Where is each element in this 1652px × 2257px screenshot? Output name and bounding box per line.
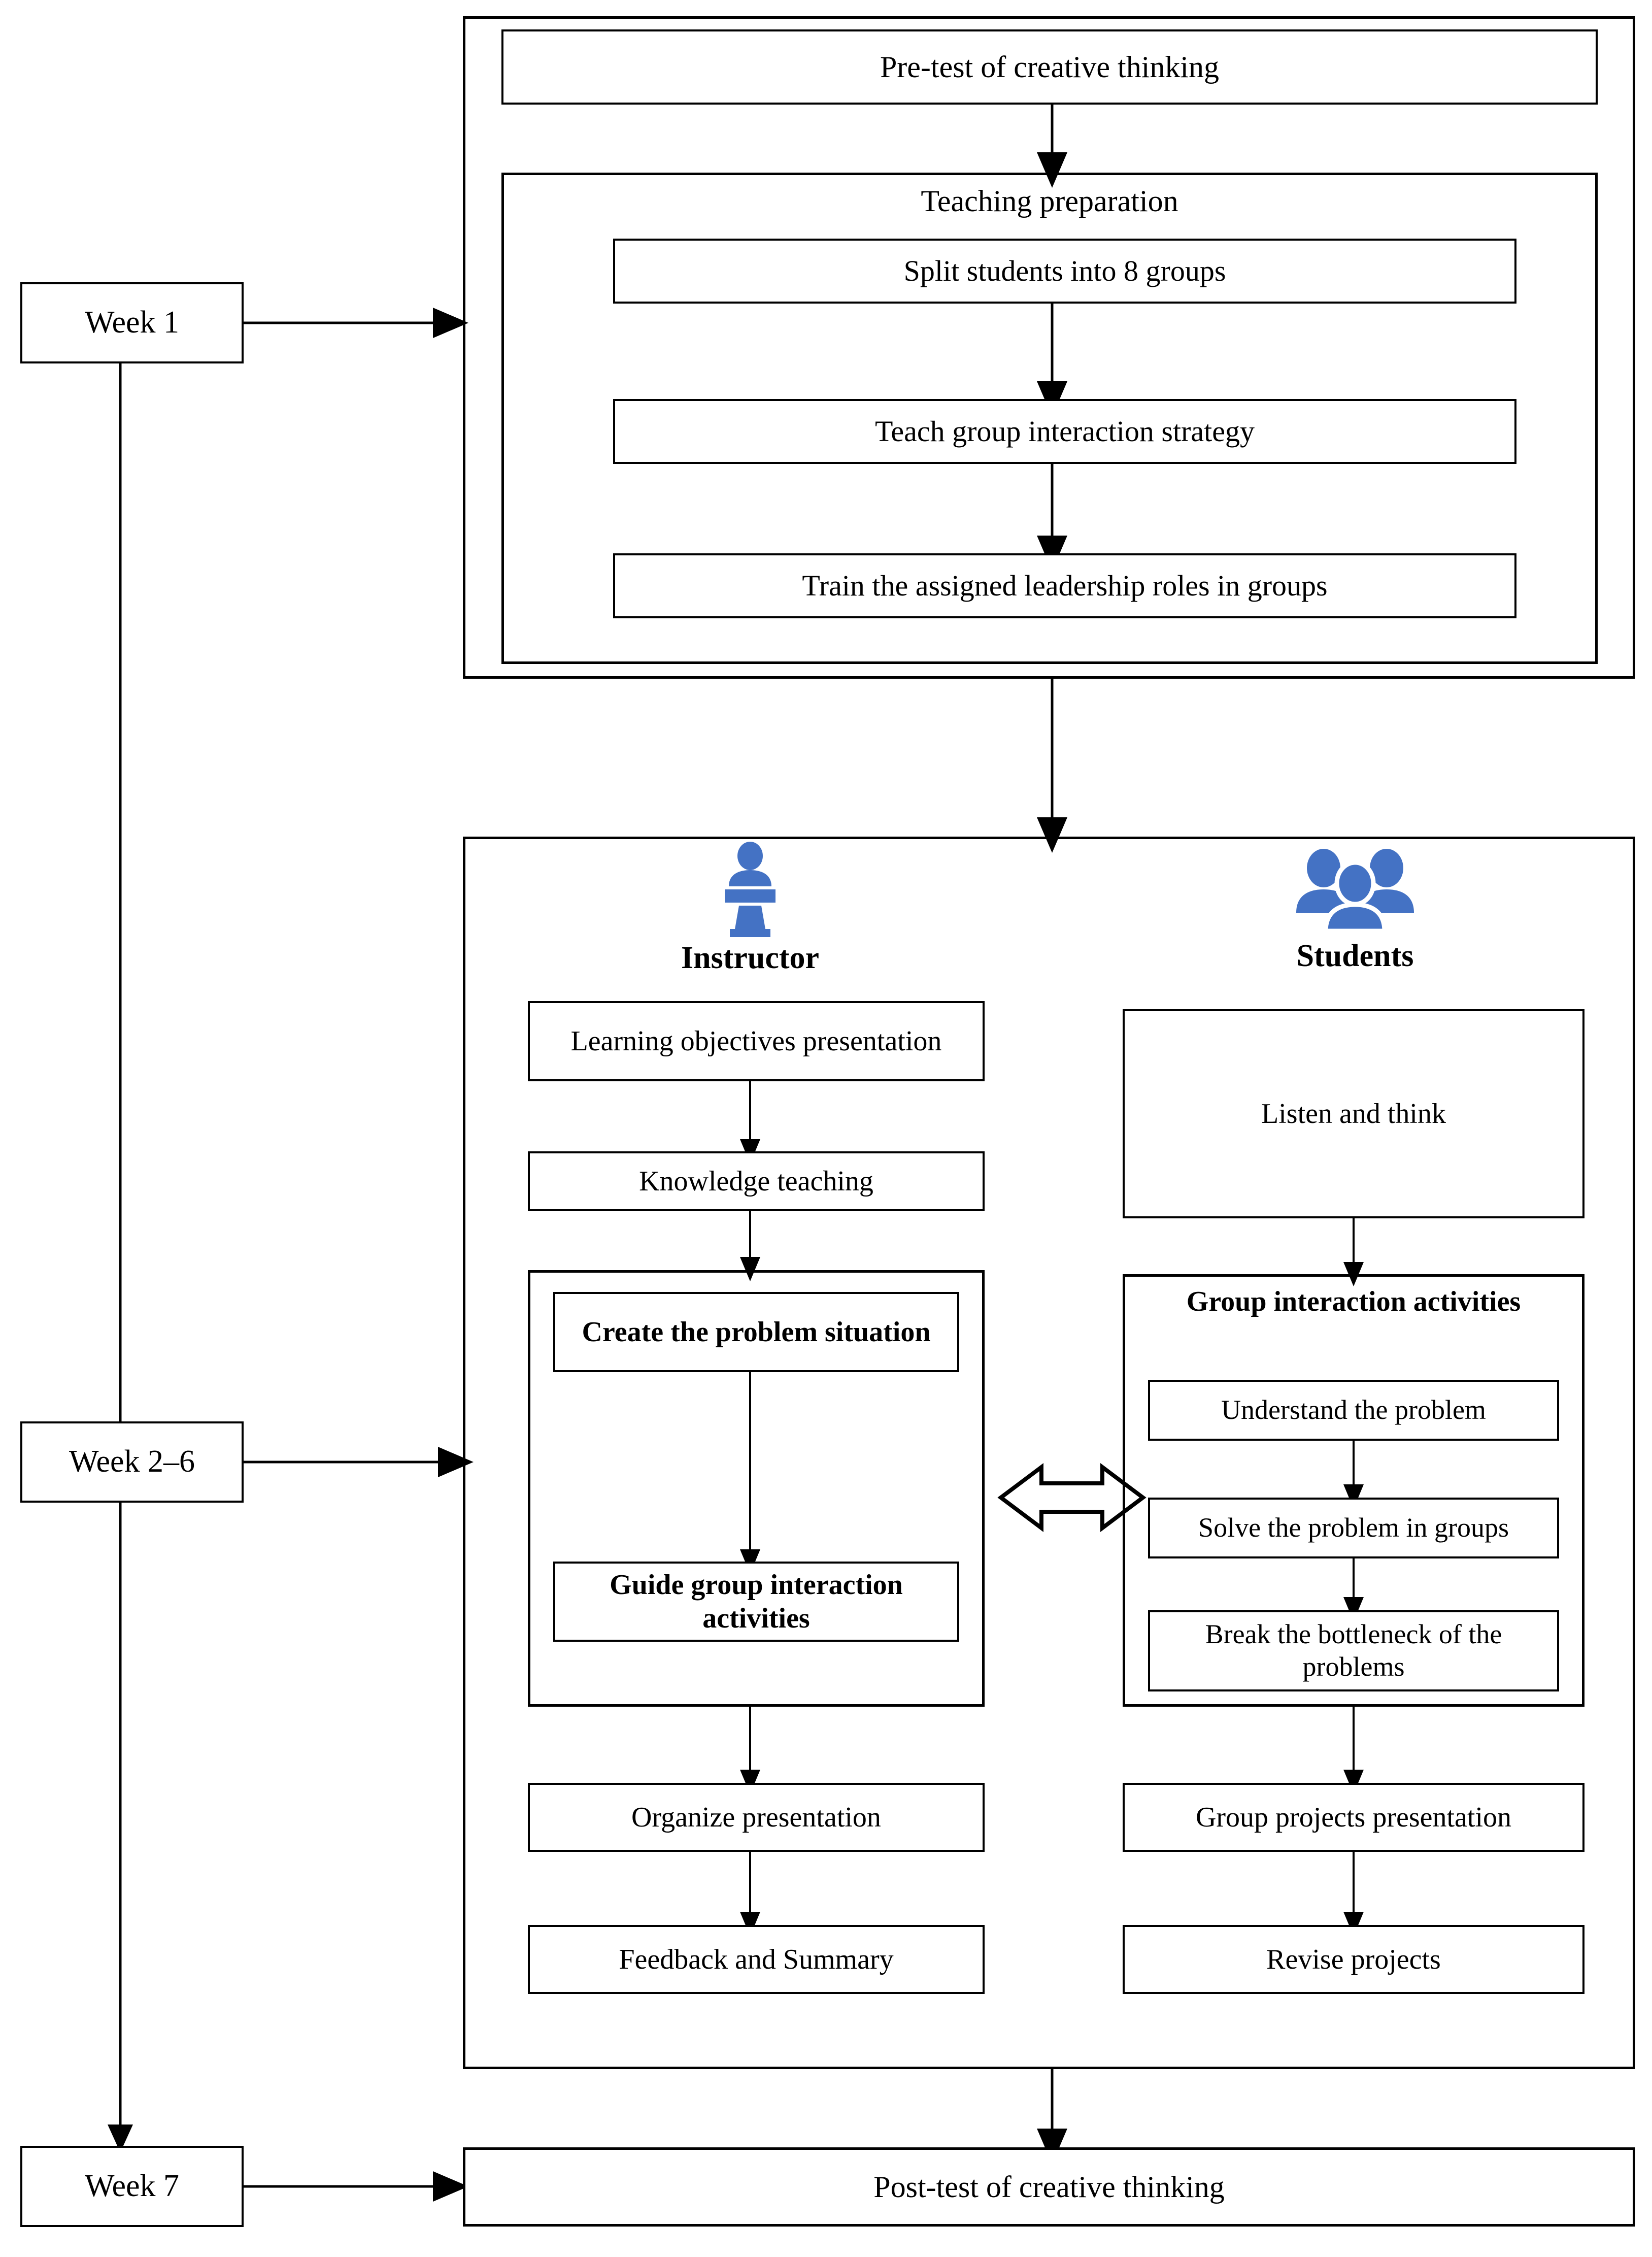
students-break-bottleneck-box[interactable]: Break the bottleneck of the problems [1148,1610,1559,1691]
students-group-title: Group interaction activities [1123,1285,1584,1318]
instructor-step-2-label: Knowledge teaching [639,1165,873,1197]
instructor-guide-group-label: Guide group interaction activities [610,1569,903,1634]
students-solve-problem-label: Solve the problem in groups [1198,1512,1509,1543]
instructor-step-2-box[interactable]: Knowledge teaching [528,1151,985,1211]
students-listen-think-label: Listen and think [1261,1098,1446,1130]
week-7-label: Week 7 [84,2169,180,2204]
instructor-step-1-box[interactable]: Learning objectives presentation [528,1001,985,1081]
students-group-projects-label: Group projects presentation [1195,1801,1512,1833]
week-1-box[interactable]: Week 1 [20,282,244,363]
week-7-box[interactable]: Week 7 [20,2146,244,2227]
instructor-feedback-summary-label: Feedback and Summary [619,1943,894,1975]
prep-step-2-box[interactable]: Teach group interaction strategy [613,399,1516,464]
prep-step-2-label: Teach group interaction strategy [874,414,1255,448]
week-2-6-label: Week 2–6 [69,1444,195,1479]
instructor-step-1-label: Learning objectives presentation [570,1025,942,1057]
prep-step-3-label: Train the assigned leadership roles in g… [802,569,1328,602]
lectern-speaker-icon [710,842,791,938]
posttest-box[interactable]: Post-test of creative thinking [463,2147,1635,2227]
instructor-role-label: Instructor [598,940,902,976]
prep-step-3-box[interactable]: Train the assigned leadership roles in g… [613,553,1516,618]
students-understand-problem-box[interactable]: Understand the problem [1148,1380,1559,1441]
students-role-label: Students [1203,938,1507,974]
students-solve-problem-box[interactable]: Solve the problem in groups [1148,1498,1559,1558]
students-break-bottleneck-label: Break the bottleneck of the problems [1205,1619,1502,1682]
stage-2-container [463,837,1635,2069]
pretest-label: Pre-test of creative thinking [880,50,1220,84]
instructor-guide-group-box[interactable]: Guide group interaction activities [553,1562,959,1642]
students-group-container [1123,1274,1584,1707]
stage-1-container [463,16,1635,679]
week-1-label: Week 1 [84,305,180,340]
instructor-feedback-summary-box[interactable]: Feedback and Summary [528,1925,985,1994]
posttest-label: Post-test of creative thinking [873,2170,1225,2204]
students-group-title-text: Group interaction activities [1186,1286,1521,1317]
instructor-create-problem-label: Create the problem situation [582,1316,931,1348]
people-group-icon [1289,847,1421,934]
instructor-role-text: Instructor [681,941,820,975]
teaching-preparation-container [501,173,1598,664]
teaching-preparation-title-text: Teaching preparation [921,184,1178,218]
students-understand-problem-label: Understand the problem [1221,1395,1486,1425]
prep-step-1-label: Split students into 8 groups [903,254,1226,287]
students-group-projects-box[interactable]: Group projects presentation [1123,1783,1584,1852]
prep-step-1-box[interactable]: Split students into 8 groups [613,239,1516,304]
instructor-group-container [528,1270,985,1707]
pretest-box[interactable]: Pre-test of creative thinking [501,29,1598,105]
instructor-create-problem-box[interactable]: Create the problem situation [553,1292,959,1372]
teaching-preparation-title: Teaching preparation [501,184,1598,219]
instructor-organize-presentation-box[interactable]: Organize presentation [528,1783,985,1852]
students-listen-think-box[interactable]: Listen and think [1123,1009,1584,1218]
instructor-organize-presentation-label: Organize presentation [631,1801,881,1833]
week-2-6-box[interactable]: Week 2–6 [20,1421,244,1503]
students-role-text: Students [1296,939,1414,973]
students-revise-projects-label: Revise projects [1266,1943,1441,1975]
students-revise-projects-box[interactable]: Revise projects [1123,1925,1584,1994]
